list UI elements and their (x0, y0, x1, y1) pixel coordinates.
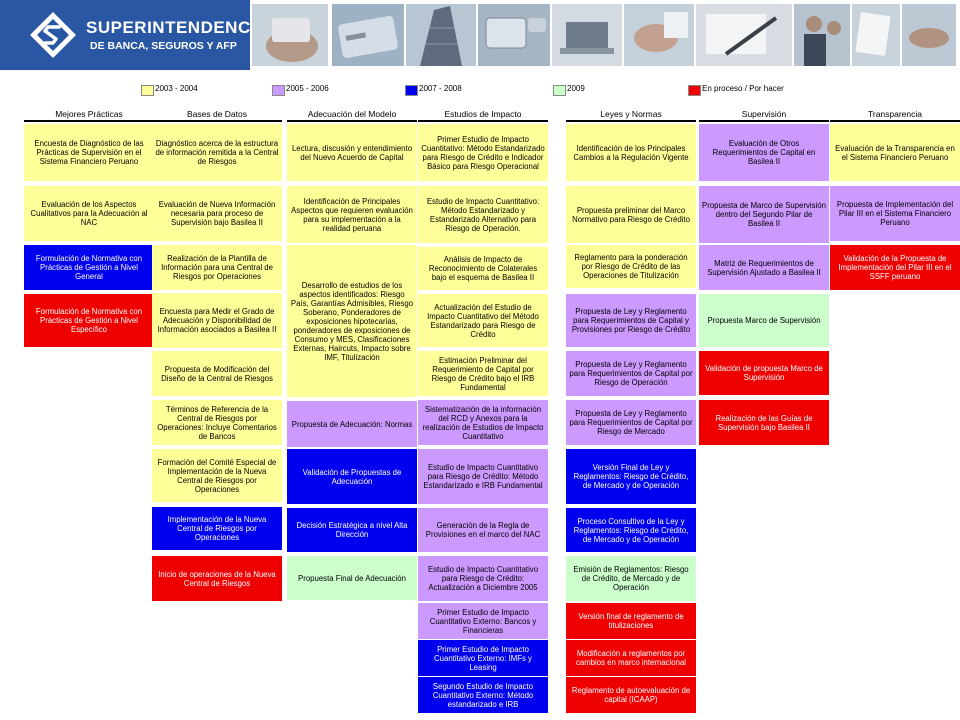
activity-box: Realización de las Guías de Supervisión … (699, 400, 829, 445)
activity-box: Primer Estudio de Impacto Cuantitativo E… (418, 603, 548, 639)
activity-box: Estudio de Impacto Cuantitativo para Rie… (418, 556, 548, 601)
activity-box: Evaluación de Nueva Información necesari… (152, 186, 282, 241)
activity-box: Términos de Referencia de la Central de … (152, 400, 282, 445)
banner-photo-documents-icon (852, 4, 900, 66)
sbs-logo: SUPERINTENDENCIA DE BANCA, SEGUROS Y AFP (0, 0, 268, 70)
banner-photo-building-icon (406, 4, 476, 66)
activity-box: Análisis de Impacto de Reconocimiento de… (418, 247, 548, 290)
column-divider (152, 120, 282, 122)
activity-box: Encuesta para Medir el Grado de Adecuaci… (152, 293, 282, 348)
logo-title: SUPERINTENDENCIA (86, 18, 269, 37)
activity-box: Propuesta de Ley y Reglamento para Reque… (566, 294, 696, 347)
activity-box: Primer Estudio de Impacto Cuantitativo E… (418, 640, 548, 676)
activity-box: Validación de la Propuesta de Implementa… (830, 245, 960, 290)
activity-box: Propuesta preliminar del Marco Normativo… (566, 186, 696, 243)
activity-box: Segundo Estudio de Impacto Cuantitativo … (418, 677, 548, 713)
column-header: Estudios de Impacto (444, 109, 522, 119)
activity-box: Desarrollo de estudios de los aspectos i… (287, 245, 417, 397)
activity-box: Propuesta de Modificación del Diseño de … (152, 351, 282, 396)
activity-box: Propuesta de Adecuación: Normas (287, 401, 417, 447)
activity-box: Estudio de Impacto Cuantitativo para Rie… (418, 449, 548, 504)
activity-box: Formación del Comité Especial de Impleme… (152, 449, 282, 502)
activity-box: Decisión Estratégica a nivel Alta Direcc… (287, 508, 417, 552)
activity-box: Propuesta de Marco de Supervisión dentro… (699, 186, 829, 243)
activity-box: Evaluación de los Aspectos Cualitativos … (24, 186, 154, 241)
legend-swatch-yellow (141, 85, 154, 96)
activity-box: Evaluación de Otros Requerimientos de Ca… (699, 124, 829, 181)
activity-box: Propuesta de Ley y Reglamento para Reque… (566, 351, 696, 396)
legend-swatch-green (553, 85, 566, 96)
activity-box: Estimación Preliminar del Requerimiento … (418, 351, 548, 396)
banner-photo-hand-icon (252, 4, 328, 66)
column-divider (830, 120, 960, 122)
activity-box: Identificación de los Principales Cambio… (566, 124, 696, 181)
column-divider (24, 120, 154, 122)
banner-photo-people-icon (794, 4, 850, 66)
activity-box: Propuesta de Ley y Reglamento para Reque… (566, 400, 696, 445)
activity-box: Emisión de Reglamentos: Riesgo de Crédit… (566, 556, 696, 601)
column-header: Transparencia (867, 109, 923, 119)
activity-box: Estudio de Impacto Cuantitativo: Método … (418, 186, 548, 243)
activity-box: Propuesta Marco de Supervisión (699, 294, 829, 347)
activity-box: Identificación de Principales Aspectos q… (287, 186, 417, 243)
column-divider (699, 120, 829, 122)
logo-subtitle: DE BANCA, SEGUROS Y AFP (90, 40, 237, 52)
activity-box: Formulación de Normativa con Prácticas d… (24, 294, 154, 347)
activity-box: Versión Final de Ley y Reglamentos: Ries… (566, 449, 696, 504)
activity-box: Diagnóstico acerca de la estructura de i… (152, 124, 282, 181)
activity-box: Sistematización de la información del RC… (418, 400, 548, 445)
activity-box: Validación de propuesta Marco de Supervi… (699, 351, 829, 395)
activity-box: Primer Estudio de Impacto Cuantitativo: … (418, 124, 548, 181)
activity-box: Propuesta Final de Adecuación (287, 556, 417, 600)
column-divider (566, 120, 696, 122)
diamond-logo-icon (30, 12, 76, 58)
column-header: Bases de Datos (186, 109, 247, 119)
activity-box: Evaluación de la Transparencia en el Sis… (830, 124, 960, 181)
activity-box: Proceso Consultivo de la Ley y Reglament… (566, 508, 696, 552)
column-header: Supervisión (741, 109, 787, 119)
activity-box: Matriz de Requerimientos de Supervisión … (699, 245, 829, 290)
activity-box: Validación de Propuestas de Adecuación (287, 449, 417, 504)
activity-box: Reglamento de autoevaluación de capital … (566, 677, 696, 713)
activity-box: Reglamento para la ponderación por Riesg… (566, 245, 696, 288)
activity-box: Generación de la Regla de Provisiones en… (418, 508, 548, 552)
activity-box: Actualización del Estudio de Impacto Cua… (418, 294, 548, 347)
header-banner: SUPERINTENDENCIA DE BANCA, SEGUROS Y AFP (0, 0, 960, 70)
activity-box: Formulación de Normativa con Prácticas d… (24, 245, 154, 290)
banner-photo-hand-icon (624, 4, 694, 66)
activity-box: Modificación a reglamentos por cambios e… (566, 640, 696, 676)
activity-box: Versión final de reglamento de titulizac… (566, 603, 696, 639)
banner-photo-card-icon (332, 4, 404, 66)
banner-photo-pen-icon (696, 4, 792, 66)
activity-box: Propuesta de Implementación del Pilar II… (830, 186, 960, 241)
activity-box: Implementación de la Nueva Central de Ri… (152, 507, 282, 550)
legend-swatch-blue (405, 85, 418, 96)
legend-swatch-red (688, 85, 701, 96)
activity-box: Lectura, discusión y entendimiento del N… (287, 124, 417, 181)
column-header: Leyes y Normas (600, 109, 662, 119)
activity-box: Realización de la Plantilla de Informaci… (152, 245, 282, 290)
legend-label: 2007 - 2008 (419, 84, 462, 93)
legend-label: En proceso / Por hacer (702, 84, 784, 93)
column-divider (418, 120, 548, 122)
activity-box: Inicio de operaciones de la Nueva Centra… (152, 556, 282, 601)
legend-label: 2003 - 2004 (155, 84, 198, 93)
activity-box: Encuesta de Diagnóstico de las Prácticas… (24, 124, 154, 181)
legend-label: 2009 (567, 84, 585, 93)
column-header: Mejores Prácticas (55, 109, 123, 119)
legend-label: 2005 - 2006 (286, 84, 329, 93)
column-header: Adecuación del Modelo (307, 109, 397, 119)
column-divider (287, 120, 417, 122)
banner-photo-keyboard-icon (478, 4, 550, 66)
banner-photo-laptop-icon (552, 4, 622, 66)
banner-photo-handshake-icon (902, 4, 956, 66)
legend-swatch-purple (272, 85, 285, 96)
